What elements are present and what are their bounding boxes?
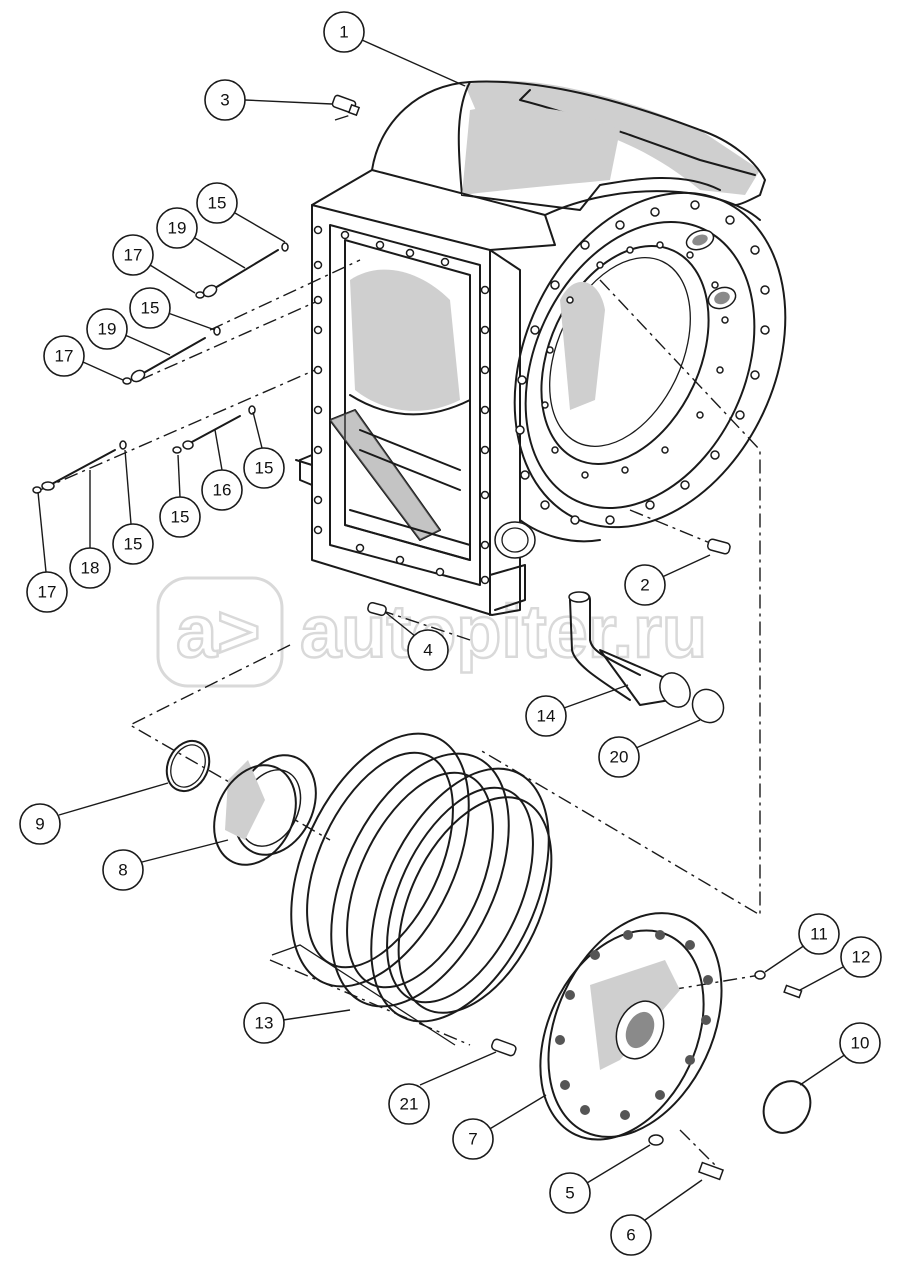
bearing-parts <box>165 739 317 866</box>
svg-text:20: 20 <box>610 748 629 767</box>
svg-text:21: 21 <box>400 1095 419 1114</box>
watermark-logo-glyph: a> <box>176 590 260 673</box>
callout-19-b[interactable]: 19 <box>86 308 171 356</box>
svg-text:7: 7 <box>468 1130 477 1149</box>
callout-8[interactable]: 8 <box>102 839 229 891</box>
callout-5[interactable]: 5 <box>549 1144 651 1214</box>
svg-text:17: 17 <box>124 246 143 265</box>
svg-text:1: 1 <box>339 23 348 42</box>
svg-text:19: 19 <box>168 219 187 238</box>
callout-19-a[interactable]: 19 <box>156 207 246 269</box>
callout-15-a[interactable]: 15 <box>196 182 286 243</box>
callout-9[interactable]: 9 <box>19 782 169 845</box>
callout-17-c[interactable]: 17 <box>26 491 68 613</box>
callout-3[interactable]: 3 <box>204 79 333 121</box>
callout-10[interactable]: 10 <box>799 1022 881 1086</box>
svg-text:15: 15 <box>255 459 274 478</box>
svg-text:15: 15 <box>171 508 190 527</box>
svg-text:15: 15 <box>124 535 143 554</box>
svg-text:13: 13 <box>255 1014 274 1033</box>
svg-text:18: 18 <box>81 559 100 578</box>
callout-15-d[interactable]: 15 <box>243 411 285 489</box>
callout-12[interactable]: 12 <box>799 936 882 991</box>
tube-part-14 <box>568 591 725 724</box>
callout-17-a[interactable]: 17 <box>112 234 196 294</box>
svg-text:8: 8 <box>118 861 127 880</box>
plug-part-3 <box>331 94 361 117</box>
svg-text:5: 5 <box>565 1184 574 1203</box>
callout-15-c[interactable]: 15 <box>159 454 201 538</box>
callout-1[interactable]: 1 <box>323 11 466 87</box>
svg-text:6: 6 <box>626 1226 635 1245</box>
callout-11[interactable]: 11 <box>764 913 840 973</box>
callout-14[interactable]: 14 <box>525 684 629 737</box>
svg-text:19: 19 <box>98 320 117 339</box>
end-cover-part-7 <box>539 912 812 1181</box>
dowel-pins <box>367 538 731 1057</box>
callout-7[interactable]: 7 <box>452 1094 547 1160</box>
callout-16[interactable]: 16 <box>201 429 243 511</box>
svg-text:17: 17 <box>55 347 74 366</box>
svg-text:15: 15 <box>208 194 227 213</box>
callout-15-e[interactable]: 15 <box>112 449 154 565</box>
callout-2[interactable]: 2 <box>624 554 711 606</box>
svg-text:2: 2 <box>640 576 649 595</box>
callout-4[interactable]: 4 <box>384 611 449 671</box>
svg-text:16: 16 <box>213 481 232 500</box>
svg-text:11: 11 <box>810 925 828 944</box>
svg-text:3: 3 <box>220 91 229 110</box>
shim-rings <box>271 732 553 1046</box>
callout-13[interactable]: 13 <box>243 1002 351 1044</box>
svg-text:10: 10 <box>851 1034 870 1053</box>
callout-18[interactable]: 18 <box>69 470 111 589</box>
callout-17-b[interactable]: 17 <box>43 335 124 381</box>
callout-21[interactable]: 21 <box>388 1051 497 1125</box>
callout-15-b[interactable]: 15 <box>129 287 216 331</box>
svg-text:12: 12 <box>852 948 871 967</box>
svg-text:14: 14 <box>537 707 556 726</box>
svg-text:4: 4 <box>423 641 432 660</box>
callouts: 1 3 15 19 17 15 19 <box>19 11 882 1256</box>
housing <box>295 80 787 616</box>
callout-6[interactable]: 6 <box>610 1179 703 1256</box>
svg-text:17: 17 <box>38 583 57 602</box>
callout-20[interactable]: 20 <box>598 719 701 778</box>
svg-text:9: 9 <box>35 815 44 834</box>
svg-text:15: 15 <box>141 299 160 318</box>
